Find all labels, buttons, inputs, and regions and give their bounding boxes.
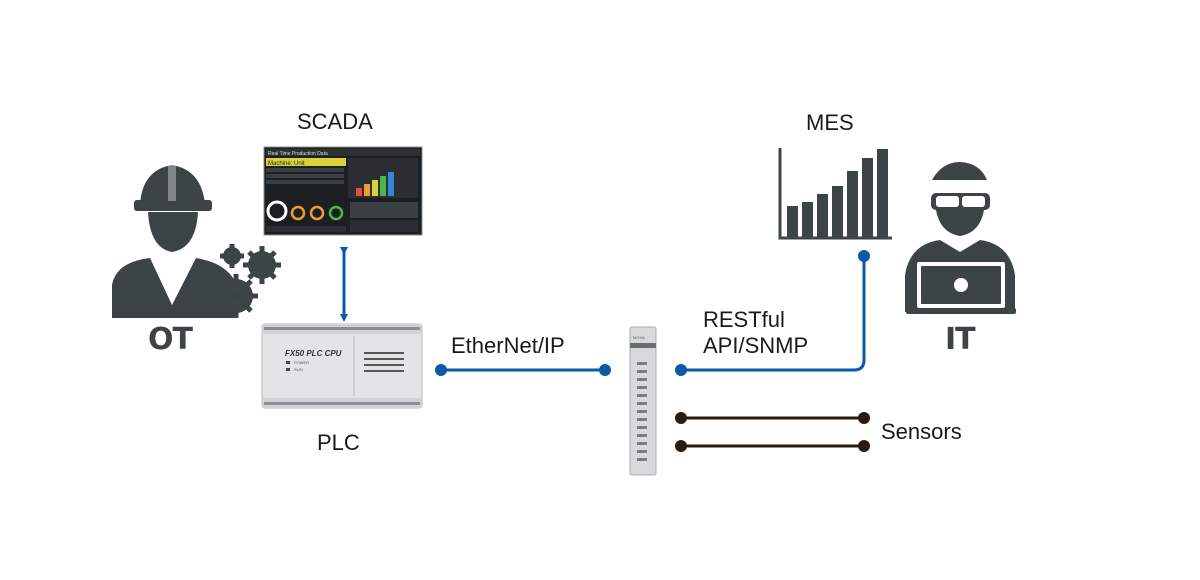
plc-model: FX50 PLC CPU [285, 349, 342, 358]
restful-label-line2: API/SNMP [703, 333, 809, 358]
it-label: IT [945, 322, 976, 357]
scada-label: SCADA [297, 109, 373, 134]
mes-label: MES [806, 110, 854, 135]
restful-label-line1: RESTful [703, 307, 785, 332]
ot-worker-icon [112, 165, 238, 318]
plc-led-run: RUN [294, 367, 303, 372]
plc-device: FX50 PLC CPU POWER RUN [261, 323, 423, 409]
sensor-link-2 [675, 440, 870, 452]
mes-chart-icon [778, 148, 892, 240]
plc-led-power: POWER [294, 360, 309, 365]
scada-screen: Real Time Production Data Machine: Unit [263, 146, 423, 236]
scada-machine: Machine: Unit [268, 161, 305, 167]
sensors-label: Sensors [881, 419, 962, 444]
it-worker-icon [905, 162, 1016, 314]
ethernet-ip-link [435, 364, 611, 376]
scada-title: Real Time Production Data [268, 151, 328, 157]
io-brand: MOXA [633, 335, 645, 340]
ethernet-ip-label: EtherNet/IP [451, 333, 565, 358]
sensor-link-1 [675, 412, 870, 424]
restful-link [675, 250, 870, 376]
ot-label: OT [148, 322, 193, 357]
io-module: MOXA [629, 326, 657, 476]
gears-icon [214, 244, 281, 318]
plc-label: PLC [317, 430, 360, 455]
